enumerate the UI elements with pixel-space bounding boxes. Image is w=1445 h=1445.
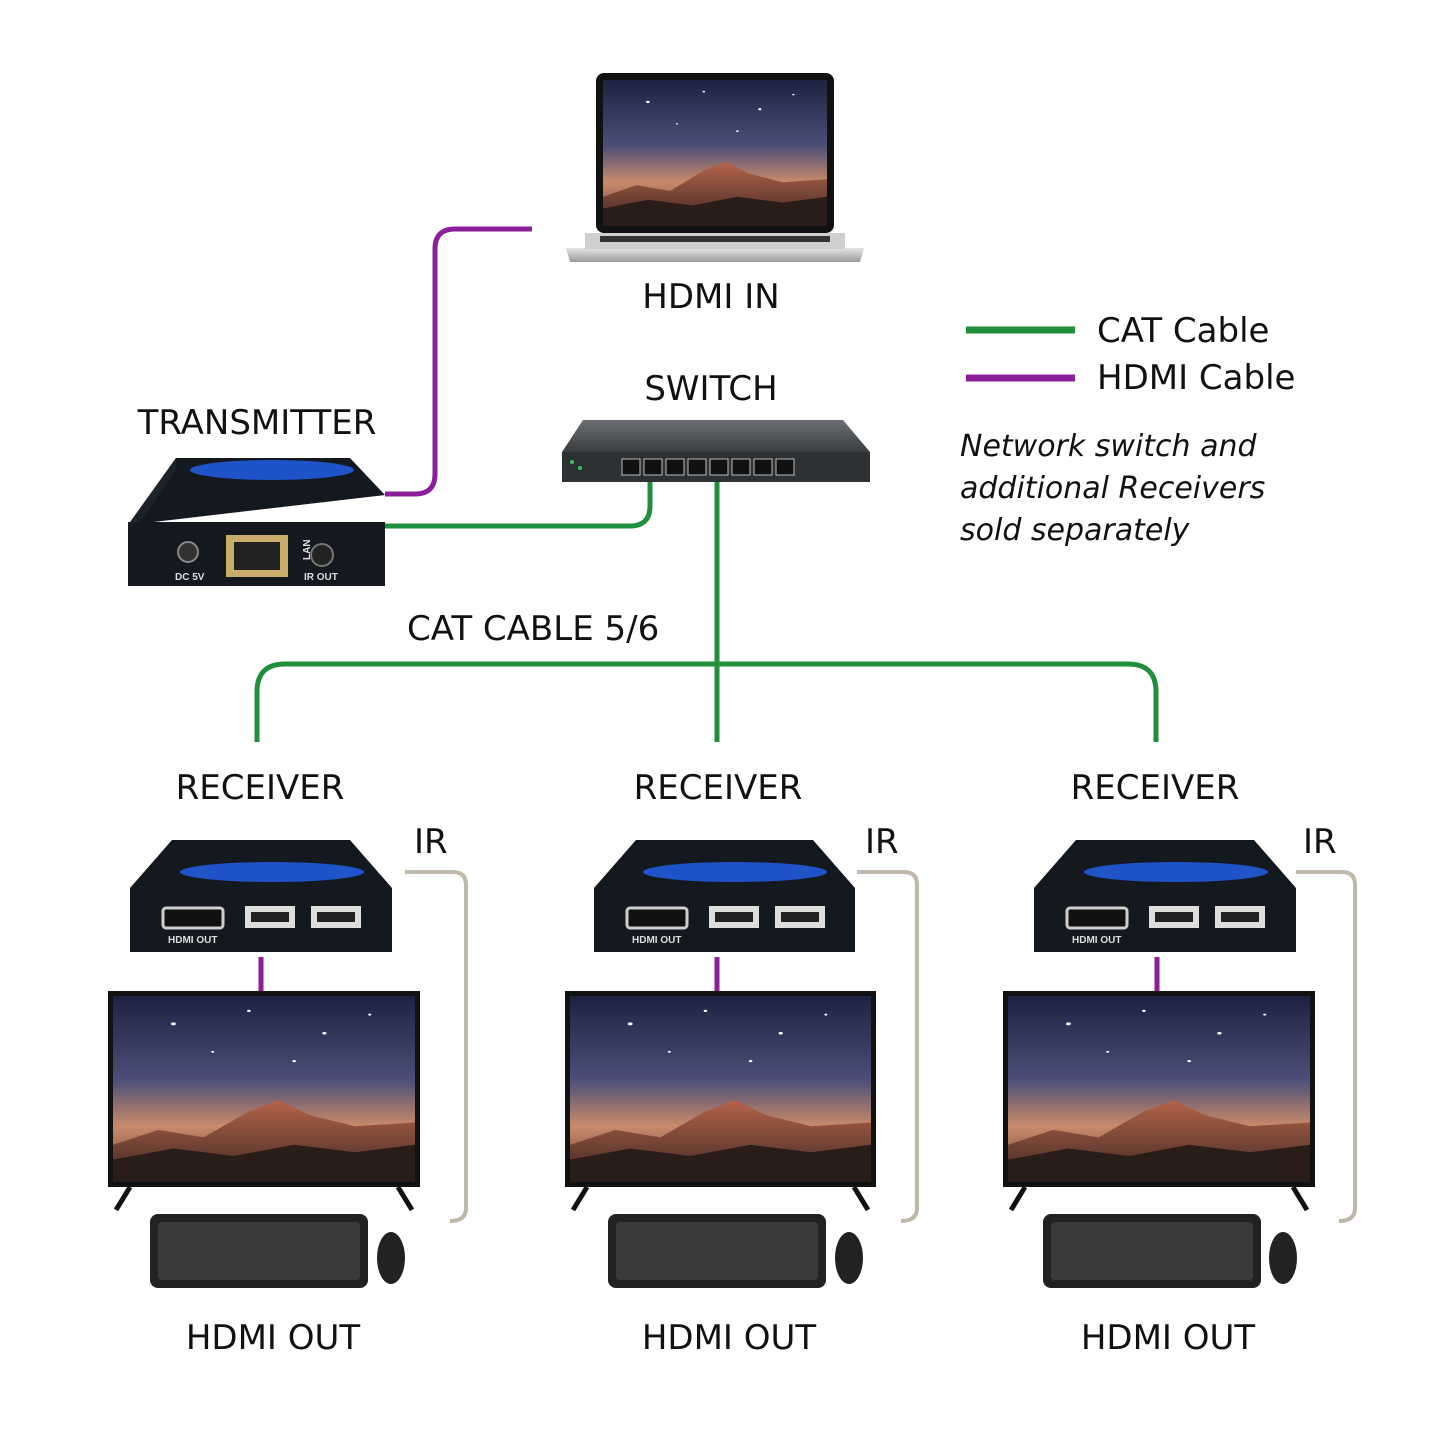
cat-cable-distribution [254,661,1159,742]
keyboard-icon [608,1214,826,1288]
receiver-icon: HDMI OUT [130,840,392,952]
mouse-icon [1269,1232,1297,1284]
receiver-station-3: RECEIVER IR HDMI OUT HDMI OUT [1003,768,1337,1358]
receiver-icon: HDMI OUT [594,840,855,952]
transmitter-lan-port-label: LAN [302,539,313,560]
ir-cable-3 [1296,870,1357,1223]
switch-label: SWITCH [644,369,777,409]
monitor-icon [1003,991,1315,1212]
laptop-icon [566,73,864,262]
network-switch-icon [562,420,870,482]
legend-label-hdmi: HDMI Cable [1097,358,1295,398]
ir-cable-2 [857,870,919,1223]
receiver-hdmi-port-label: HDMI OUT [632,935,681,946]
receiver-icon: HDMI OUT [1034,840,1296,952]
monitor-icon [565,991,876,1212]
receiver-label-1: RECEIVER [176,768,345,808]
hdmi-out-label-1: HDMI OUT [186,1318,361,1358]
cat-cable-label: CAT CABLE 5/6 [407,609,659,649]
legend: CAT Cable HDMI Cable [966,311,1295,398]
ir-label-3: IR [1303,822,1337,862]
receiver-hdmi-port-label: HDMI OUT [168,935,217,946]
receiver-label-2: RECEIVER [634,768,803,808]
ir-cable-1 [405,870,468,1223]
receiver-station-1: RECEIVER IR HDMI OUT HDMI OUT [108,768,448,1358]
cat-cable-transmitter-to-switch [385,480,653,529]
mouse-icon [377,1232,405,1284]
ir-label-2: IR [865,822,899,862]
monitor-icon [108,991,420,1212]
legend-label-cat: CAT Cable [1097,311,1269,351]
note-line-2: additional Receivers [960,471,1265,506]
note-line-3: sold separately [960,513,1191,548]
hdmi-out-label-2: HDMI OUT [642,1318,817,1358]
hdmi-in-label: HDMI IN [642,277,779,317]
transmitter-power-port-label: DC 5V [175,572,205,583]
transmitter-ir-port-label: IR OUT [304,572,338,583]
keyboard-icon [1043,1214,1261,1288]
note-line-1: Network switch and [960,429,1258,464]
note: Network switch and additional Receivers … [960,429,1265,548]
receiver-station-2: RECEIVER IR HDMI OUT HDMI OUT [565,768,899,1358]
mouse-icon [835,1232,863,1284]
transmitter-icon: DC 5V LAN IR OUT [128,458,385,586]
receiver-label-3: RECEIVER [1071,768,1240,808]
transmitter-label: TRANSMITTER [137,403,377,443]
ir-label-1: IR [414,822,448,862]
hdmi-cable-laptop-to-transmitter [385,226,532,497]
receiver-hdmi-port-label: HDMI OUT [1072,935,1121,946]
keyboard-icon [150,1214,368,1288]
hdmi-out-label-3: HDMI OUT [1081,1318,1256,1358]
